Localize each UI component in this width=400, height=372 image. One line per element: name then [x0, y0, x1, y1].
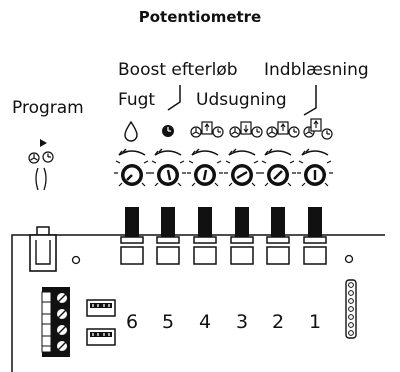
fan-supply-clock-icon — [303, 118, 333, 140]
knob-6 — [113, 148, 151, 187]
potentiometer-number-1: 1 — [308, 311, 322, 333]
pin-header — [345, 279, 357, 339]
potentiometer-number-3: 3 — [235, 311, 249, 333]
fan-supply-clock-icon — [190, 121, 224, 138]
program-switch — [29, 226, 57, 272]
label-udsugning: Udsugning — [196, 90, 287, 110]
knob-4 — [186, 148, 224, 187]
humidity-drop-icon — [124, 120, 138, 142]
indblaesning-pointer-line — [303, 85, 317, 116]
label-indblaesning: Indblæsning — [264, 60, 369, 80]
knob-2 — [259, 148, 297, 187]
boost-pointer-line — [167, 85, 181, 111]
potentiometer-number-4: 4 — [198, 311, 212, 333]
fan-supply-clock-icon — [266, 121, 300, 138]
screw-terminal-block — [41, 287, 70, 357]
potentiometer-number-5: 5 — [161, 311, 175, 333]
board-edge — [11, 234, 385, 372]
connector — [86, 328, 116, 346]
potentiometer-number-6: 6 — [125, 311, 139, 333]
connector — [86, 299, 116, 317]
label-boost-efterloeb: Boost efterløb — [118, 60, 238, 80]
label-program: Program — [12, 98, 84, 118]
potentiometer-number-2: 2 — [271, 311, 285, 333]
label-fugt: Fugt — [118, 90, 156, 110]
knob-1 — [296, 148, 334, 187]
knob-3 — [223, 148, 261, 187]
knob-5 — [149, 148, 187, 187]
mounting-hole — [344, 254, 354, 264]
diagram-title: Potentiometre — [138, 8, 262, 26]
program-icon — [28, 139, 54, 191]
mounting-hole — [71, 255, 81, 265]
fan-exhaust-clock-icon — [229, 121, 263, 138]
clock-icon — [162, 125, 174, 137]
